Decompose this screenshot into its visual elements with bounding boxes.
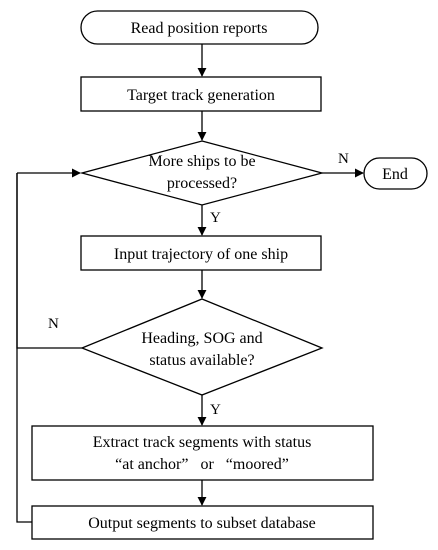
end-label: End [382,166,408,183]
edge-label-more-no: N [338,151,349,167]
heading-check-decision: Heading, SOG and status available? [80,298,324,396]
edge-output-loop [16,173,32,523]
more-ships-decision: More ships to be processed? [79,140,325,206]
output-label: Output segments to subset database [88,515,316,532]
more-ships-line-2: processed? [167,175,237,192]
track-generation-box: Target track generation [80,76,322,112]
input-trajectory-box: Input trajectory of one ship [80,235,322,271]
extract-line-2: “at anchor” or “moored” [115,456,289,473]
start-label: Read position reports [131,20,268,37]
end-terminal: End [363,157,428,190]
heading-check-line-2: status available? [149,352,254,369]
start-terminal: Read position reports [80,10,319,45]
edge-label-heading-no: N [48,316,59,332]
more-ships-line-1: More ships to be [148,153,255,170]
edge-label-more-yes: Y [210,210,221,226]
heading-check-line-1: Heading, SOG and [141,330,262,347]
extract-segments-box: Extract track segments with status “at a… [31,425,374,481]
track-generation-label: Target track generation [127,87,275,104]
input-trajectory-label: Input trajectory of one ship [114,246,288,263]
connectors [16,44,364,523]
edge-label-heading-yes: Y [210,402,221,418]
extract-line-1: Extract track segments with status [93,434,312,451]
output-segments-box: Output segments to subset database [31,505,374,540]
